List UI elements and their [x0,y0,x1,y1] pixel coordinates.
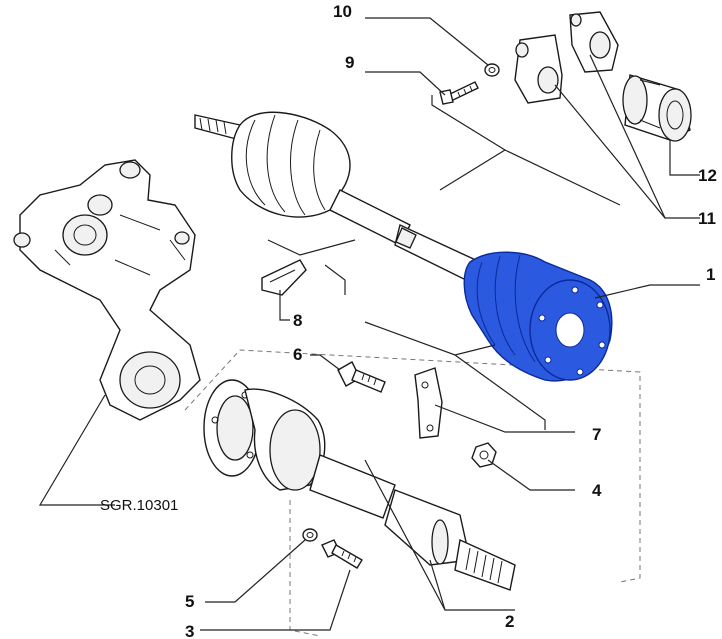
upper-drive-shaft [194,111,481,283]
part-10-washer [484,63,500,77]
part-7-plate [414,367,443,439]
part-12-bearing [622,74,692,142]
callout-12: 12 [698,166,717,185]
callout-2: 2 [505,612,514,631]
part-3-bolt [321,539,363,569]
part-6-bolt [337,361,386,393]
part-5-washer [302,528,318,542]
gearbox-housing [13,159,201,421]
callout-11: 11 [698,209,716,228]
callout-10: 10 [333,2,352,21]
part-2-lower-drive-shaft [203,379,516,591]
leader-sgr [38,394,115,506]
callout-1: 1 [706,265,715,284]
middle-bracket-lines [267,239,546,430]
callout-3: 3 [185,622,194,639]
callout-4: 4 [592,481,602,500]
part-9-screw [439,81,479,105]
callout-6: 6 [293,345,302,364]
callout-labels: 1 2 3 4 5 6 7 8 9 10 11 12 SGR.10301 [100,2,717,639]
part-11-bushing-halves [514,11,619,104]
part-8-clip [261,259,307,296]
highlighted-part-1-cv-joint [463,251,613,382]
callout-9: 9 [345,53,354,72]
reference-code-label: SGR.10301 [100,497,178,514]
callout-leaders [200,17,700,631]
callout-8: 8 [293,311,302,330]
callout-5: 5 [185,592,194,611]
upper-bracket-lines [431,95,621,206]
callout-7: 7 [592,425,601,444]
